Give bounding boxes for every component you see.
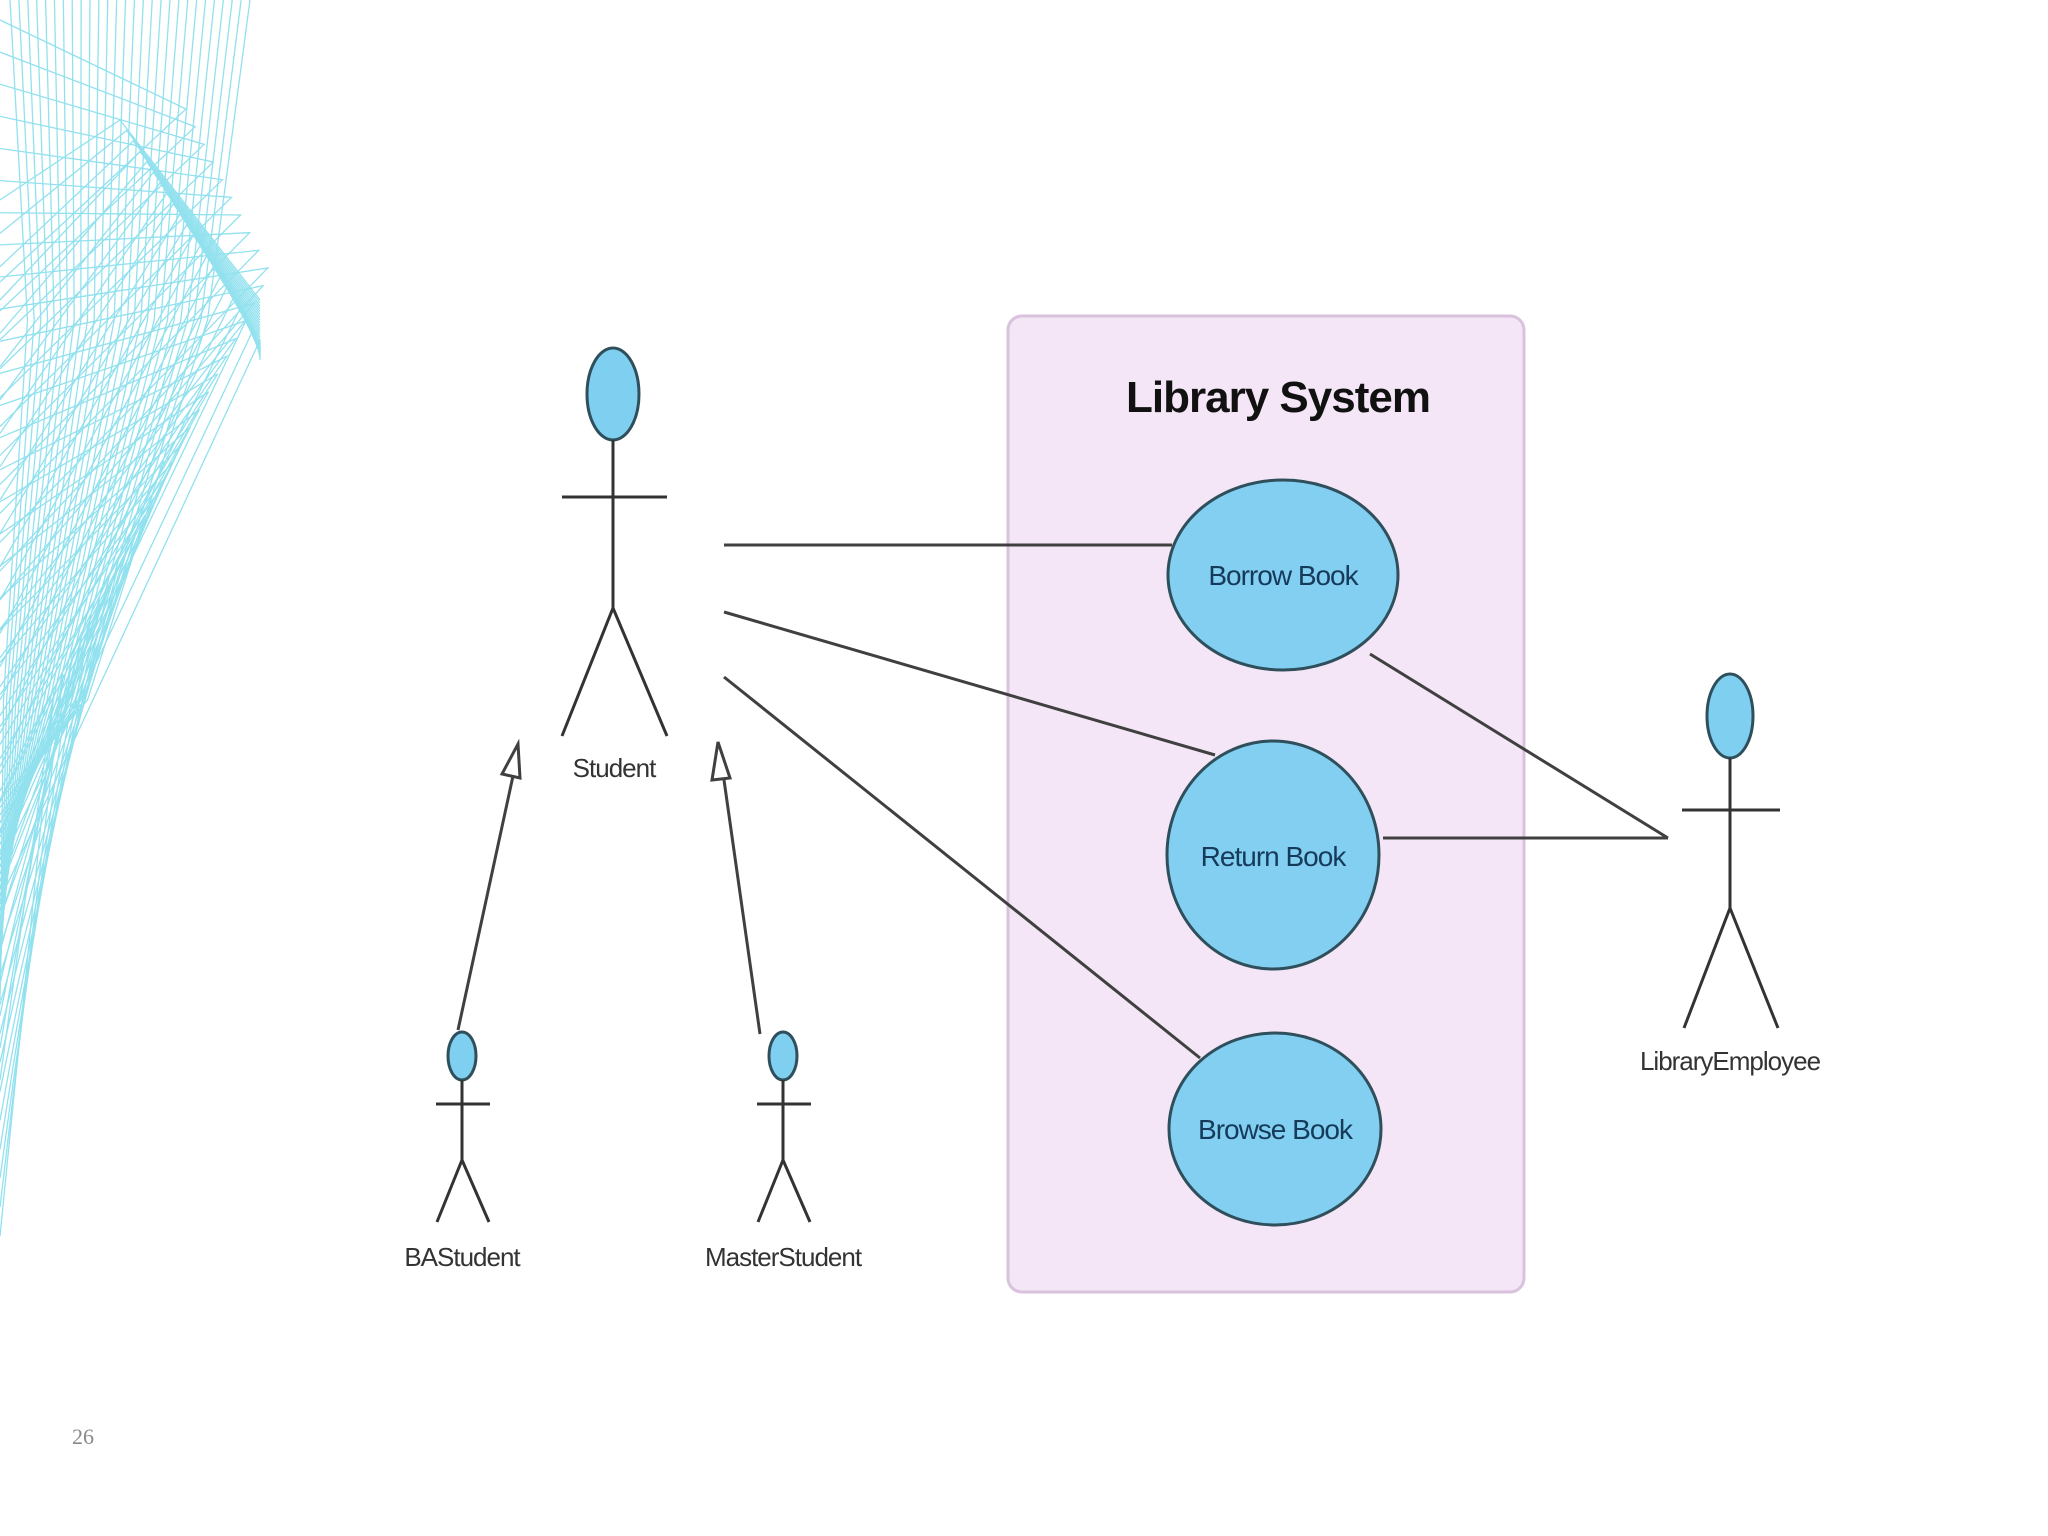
decor-line: [0, 212, 243, 456]
actor-label: MasterStudent: [705, 1242, 863, 1272]
decor-line: [0, 0, 49, 978]
actor-master-student: MasterStudent: [705, 1030, 864, 1272]
actor-label: LibraryEmployee: [1640, 1046, 1821, 1076]
actor-right-leg: [460, 1159, 491, 1223]
actor-head: [1705, 672, 1755, 760]
decor-line: [0, 150, 261, 309]
decor-line: [0, 444, 182, 832]
decor-line: [0, 0, 233, 816]
decor-line: [0, 327, 261, 867]
actor-student: Student: [560, 346, 669, 783]
generalization-master-student: [722, 779, 762, 1035]
decor-line: [0, 0, 224, 823]
decor-line: [0, 234, 261, 567]
decor-line: [0, 275, 261, 701]
actor-right-leg: [1728, 907, 1780, 1029]
associations: [723, 543, 1669, 1060]
generalizations: [456, 738, 762, 1035]
decor-line: [0, 0, 242, 808]
use-case-label: Borrow Book: [1208, 560, 1359, 591]
decor-line: [0, 317, 261, 834]
decor-line: [0, 119, 261, 301]
use-case-borrow-book: Borrow Book: [1166, 478, 1400, 672]
decor-line: [0, 0, 62, 964]
actor-right-leg: [781, 1159, 812, 1223]
decor-line: [0, 691, 55, 1237]
decor-line: [0, 265, 261, 667]
decor-line: [0, 202, 261, 468]
actor-head: [585, 346, 641, 442]
decor-line: [0, 19, 188, 283]
decor-line: [0, 254, 261, 634]
actor-left-leg: [435, 1159, 464, 1223]
decor-line: [0, 244, 261, 601]
actor-left-leg: [560, 607, 615, 737]
decor-line: [0, 171, 261, 368]
use-case-return-book: Return Book: [1165, 739, 1381, 971]
wireframe-decoration: [0, 0, 270, 1237]
decor-line: [0, 181, 261, 401]
decor-line: [0, 267, 270, 543]
association-student-browse: [723, 675, 1201, 1060]
decor-line: [0, 51, 197, 312]
decor-line: [0, 83, 206, 341]
decor-line: [0, 192, 261, 434]
actor-label: BAStudent: [404, 1242, 521, 1272]
actor-left-leg: [756, 1159, 785, 1223]
system-title: Library System: [1126, 373, 1430, 422]
actor-label: Student: [573, 753, 657, 783]
use-case-label: Return Book: [1201, 841, 1348, 872]
generalization-arrowhead-ba-student: [499, 738, 522, 780]
decor-line: [0, 0, 251, 801]
decor-line: [0, 0, 42, 986]
generalization-ba-student: [456, 775, 515, 1031]
use-case-label: Browse Book: [1198, 1114, 1354, 1145]
use-case-browse-book: Browse Book: [1167, 1031, 1383, 1227]
decor-line: [0, 0, 55, 971]
actor-head: [446, 1030, 478, 1082]
association-employee-borrow: [1369, 652, 1669, 840]
actor-right-leg: [611, 607, 669, 737]
association-student-return: [723, 610, 1216, 757]
decor-line: [0, 231, 252, 485]
decor-line: [0, 139, 261, 307]
decor-line: [0, 160, 261, 334]
decor-line: [0, 0, 35, 993]
use-case-ellipse: [1166, 478, 1400, 672]
decor-line: [0, 213, 261, 501]
use-case-ellipse: [1167, 1031, 1383, 1227]
generalization-arrowhead-master-student: [710, 741, 733, 782]
decor-line: [0, 249, 261, 514]
actor-left-leg: [1682, 907, 1732, 1029]
decor-line: [0, 223, 261, 534]
decor-line: [0, 129, 261, 304]
decor-line: [0, 0, 29, 1001]
actor-library-employee: LibraryEmployee: [1640, 672, 1822, 1076]
decor-line: [0, 339, 261, 901]
page-number: 26: [72, 1424, 94, 1449]
actor-head: [767, 1030, 799, 1082]
actor-ba-student: BAStudent: [404, 1030, 522, 1272]
use-case-ellipse: [1165, 739, 1381, 971]
